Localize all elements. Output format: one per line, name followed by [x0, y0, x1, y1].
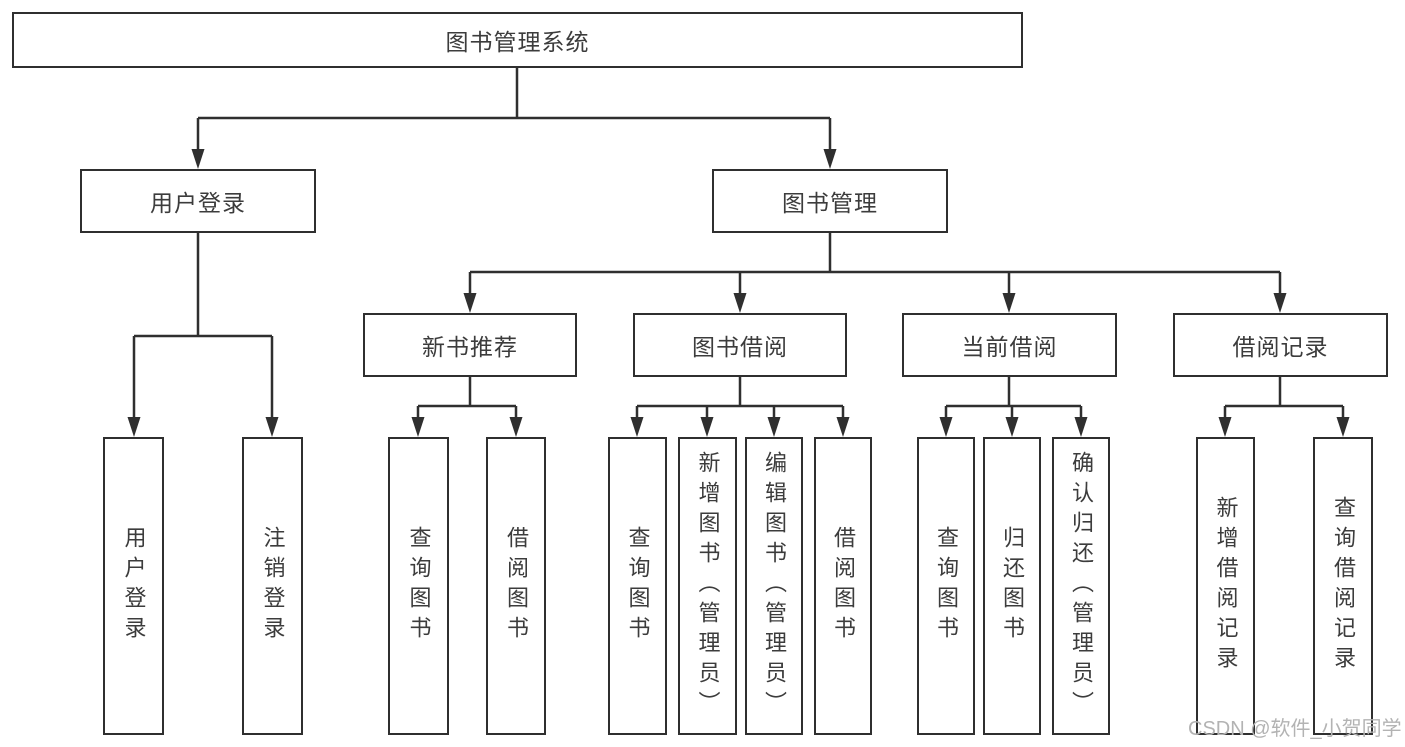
leaf-borrow-books-rec-label: 借阅图书 [504, 526, 529, 646]
connector-line [132, 233, 274, 420]
leaf-edit-book-admin: 编辑图书（管理员） [745, 437, 803, 735]
arrow-down-icon [463, 293, 477, 313]
arrow-down-icon [1336, 417, 1350, 437]
leaf-query-books-current: 查询图书 [917, 437, 975, 735]
leaf-add-borrow-record-label: 新增借阅记录 [1213, 496, 1239, 676]
arrow-down-icon [411, 417, 425, 437]
node-new-book-recommendation: 新书推荐 [363, 313, 577, 377]
arrow-down-icon [836, 417, 850, 437]
node-user-login: 用户登录 [80, 169, 316, 233]
leaf-user-login: 用户登录 [103, 437, 164, 735]
arrow-down-icon [509, 417, 523, 437]
arrow-down-icon [1005, 417, 1019, 437]
leaf-logout-label: 注销登录 [260, 526, 286, 646]
csdn-watermark: CSDN @软件_小贺同学 [1188, 718, 1402, 740]
leaf-return-books-label: 归还图书 [1000, 526, 1025, 646]
arrow-down-icon [265, 417, 279, 437]
leaf-borrow-books: 借阅图书 [814, 437, 872, 735]
arrow-down-icon [1218, 417, 1232, 437]
connector-borrow-record-to-children [1218, 377, 1350, 437]
leaf-edit-book-admin-label: 编辑图书（管理员） [762, 451, 787, 721]
arrow-down-icon [700, 417, 714, 437]
node-book-borrowing: 图书借阅 [633, 313, 847, 377]
node-borrowing-records: 借阅记录 [1173, 313, 1388, 377]
connector-line [944, 377, 1083, 420]
leaf-user-login-label: 用户登录 [121, 526, 147, 646]
arrow-down-icon [127, 417, 141, 437]
leaf-query-books-current-label: 查询图书 [934, 526, 959, 646]
connector-line [635, 377, 845, 420]
leaf-query-books-rec-label: 查询图书 [406, 526, 432, 646]
leaf-query-borrow-record-label: 查询借阅记录 [1331, 496, 1356, 676]
connector-user-login-to-children [127, 233, 279, 437]
node-book-borrowing-label: 图书借阅 [692, 334, 788, 360]
connector-current-borrow-to-children [939, 377, 1088, 437]
node-root-system: 图书管理系统 [12, 12, 1023, 68]
connector-line [416, 377, 518, 420]
connector-line [1223, 377, 1345, 420]
leaf-return-books: 归还图书 [983, 437, 1041, 735]
arrow-down-icon [630, 417, 644, 437]
leaf-add-borrow-record: 新增借阅记录 [1196, 437, 1255, 735]
node-book-management: 图书管理 [712, 169, 948, 233]
arrow-down-icon [939, 417, 953, 437]
node-user-login-label: 用户登录 [150, 190, 246, 216]
leaf-borrow-books-rec: 借阅图书 [486, 437, 546, 735]
arrow-down-icon [191, 149, 205, 169]
leaf-query-books-borrow-label: 查询图书 [625, 526, 651, 646]
leaf-query-borrow-record: 查询借阅记录 [1313, 437, 1373, 735]
leaf-confirm-return-admin: 确认归还（管理员） [1052, 437, 1110, 735]
node-current-borrowing-label: 当前借阅 [961, 334, 1058, 360]
leaf-logout: 注销登录 [242, 437, 303, 735]
leaf-query-books-rec: 查询图书 [388, 437, 449, 735]
connector-root-to-level2 [191, 68, 837, 169]
leaf-borrow-books-label: 借阅图书 [831, 526, 856, 646]
arrow-down-icon [823, 149, 837, 169]
node-current-borrowing: 当前借阅 [902, 313, 1117, 377]
connector-new-book-rec-to-children [411, 377, 523, 437]
arrow-down-icon [1074, 417, 1088, 437]
leaf-add-book-admin: 新增图书（管理员） [678, 437, 737, 735]
arrow-down-icon [1002, 293, 1016, 313]
arrow-down-icon [767, 417, 781, 437]
leaf-query-books-borrow: 查询图书 [608, 437, 667, 735]
leaf-add-book-admin-label: 新增图书（管理员） [695, 451, 721, 721]
node-root-system-label: 图书管理系统 [445, 29, 590, 55]
leaf-confirm-return-admin-label: 确认归还（管理员） [1069, 451, 1094, 721]
connector-line [196, 68, 832, 152]
node-new-book-recommendation-label: 新书推荐 [422, 334, 518, 360]
node-book-management-label: 图书管理 [782, 190, 878, 216]
arrow-down-icon [1273, 293, 1287, 313]
connector-book-mgmt-to-level3 [463, 233, 1287, 313]
arrow-down-icon [733, 293, 747, 313]
connector-line [468, 233, 1282, 296]
node-borrowing-records-label: 借阅记录 [1232, 334, 1329, 360]
connector-book-borrow-to-children [630, 377, 850, 437]
